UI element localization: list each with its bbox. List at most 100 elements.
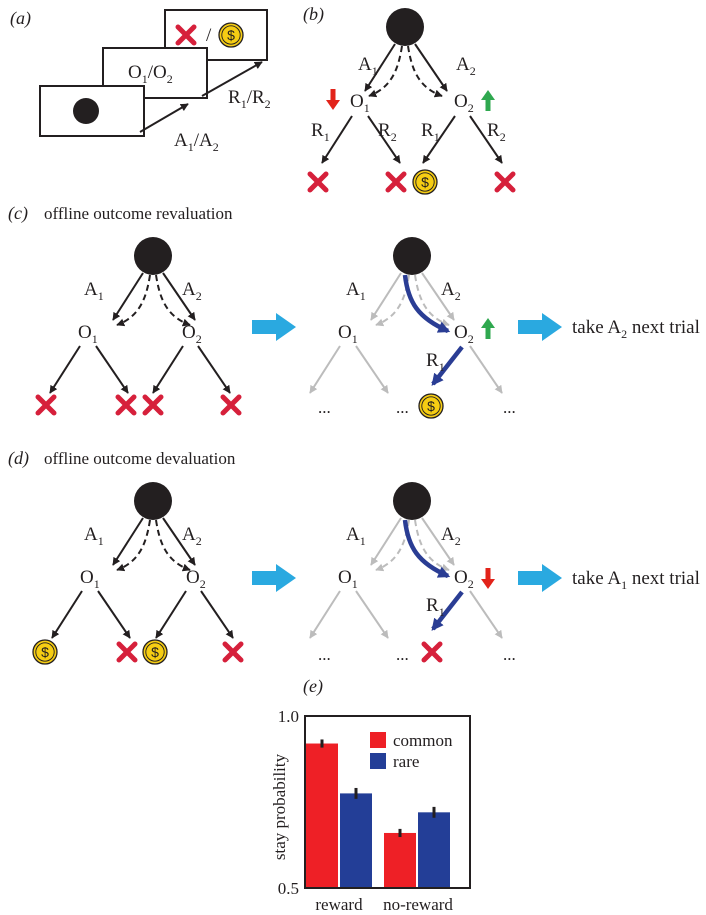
panel-d-caption: offline outcome devaluation (44, 449, 236, 468)
action-1-label: A1 (346, 524, 366, 548)
transition-arrow-icon (116, 519, 151, 572)
panel-label-a: (a) (10, 8, 31, 29)
response-label: R1/R2 (228, 87, 271, 111)
outcome-1-label: O1 (80, 567, 100, 591)
start-state-icon (393, 482, 431, 520)
panel-c-result: take A2 next trial (572, 317, 700, 341)
y-tick-label: 0.5 (278, 879, 299, 898)
outcome-1-label: O1 (338, 567, 358, 591)
ellipsis: ... (318, 398, 331, 417)
reward-coin-icon (142, 639, 168, 665)
transition-arrow-icon (309, 590, 341, 639)
transition-arrow-icon (155, 590, 187, 639)
response-1-label: R1 (311, 120, 330, 144)
replay-arrow-icon (402, 519, 451, 579)
panel-label-c: (c) (8, 203, 28, 224)
reward-coin-icon (32, 639, 58, 665)
response-1-label: R1 (426, 595, 445, 619)
ellipsis: ... (396, 398, 409, 417)
start-state-icon (386, 8, 424, 46)
outcome-2-label: O2 (454, 322, 474, 346)
transition-arrow-icon (116, 274, 151, 327)
action-2-label: A2 (182, 279, 202, 303)
panel-d: (d) offline outcome devaluation A1 A2 O1… (8, 448, 700, 665)
transition-arrow-icon (162, 272, 196, 321)
action-2-label: A2 (441, 524, 461, 548)
decrease-arrow-icon (326, 89, 340, 110)
transition-arrow-icon (407, 45, 443, 98)
outcome-2-label: O2 (182, 322, 202, 346)
replay-arrow-icon (431, 345, 464, 386)
transition-arrow-icon (364, 43, 396, 92)
bar-rare-reward (340, 793, 372, 888)
outcome-2-label: O2 (454, 567, 474, 591)
outcome-1-label: O1 (338, 322, 358, 346)
no-reward-x-icon (145, 397, 161, 413)
no-reward-x-icon (225, 644, 241, 660)
legend-label-rare: rare (393, 752, 419, 771)
transition-arrow-icon (422, 115, 456, 164)
legend-swatch-rare (370, 753, 386, 769)
transition-arrow-icon (421, 517, 455, 566)
flow-arrow-icon (252, 313, 296, 341)
transition-arrow-icon (469, 590, 503, 639)
transition-arrow-icon (201, 61, 263, 97)
transition-arrow-icon (155, 274, 191, 327)
reward-coin-icon (218, 22, 244, 48)
no-reward-x-icon (223, 397, 239, 413)
transition-arrow-icon (355, 345, 389, 394)
outcome-2-label: O2 (186, 567, 206, 591)
no-reward-x-icon (310, 174, 326, 190)
ellipsis: ... (503, 398, 516, 417)
no-reward-x-icon (388, 174, 404, 190)
transition-arrow-icon (321, 115, 353, 164)
response-1-label: R1 (426, 350, 445, 374)
transition-arrow-icon (367, 115, 401, 164)
bar-common-no-reward (384, 832, 416, 888)
no-reward-x-icon (497, 174, 513, 190)
transition-arrow-icon (152, 345, 184, 394)
reward-coin-icon (412, 169, 438, 195)
no-reward-x-icon (38, 397, 54, 413)
outcome-1-label: O1 (78, 322, 98, 346)
response-2-label: R2 (378, 120, 397, 144)
transition-arrow-icon (469, 345, 503, 394)
action-1-label: A1 (84, 524, 104, 548)
action-1-label: A1 (346, 279, 366, 303)
increase-arrow-icon (481, 90, 495, 111)
action-2-label: A2 (182, 524, 202, 548)
transition-arrow-icon (375, 274, 410, 327)
action-1-label: A1 (84, 279, 104, 303)
bar-rare-no-reward (418, 812, 450, 888)
plot-frame (304, 715, 471, 889)
legend-label-common: common (393, 731, 453, 750)
action-2-label: A2 (441, 279, 461, 303)
y-axis-label: stay probability (270, 753, 289, 860)
transition-arrow-icon (139, 103, 189, 133)
transition-arrow-icon (421, 272, 455, 321)
action-2-label: A2 (456, 54, 476, 78)
increase-arrow-icon (481, 318, 495, 339)
action-1-label: A1 (358, 54, 378, 78)
transition-arrow-icon (469, 115, 503, 164)
transition-arrow-icon (95, 345, 129, 394)
start-state-icon (134, 237, 172, 275)
transition-arrow-icon (197, 345, 231, 394)
legend-swatch-common (370, 732, 386, 748)
bar-common-reward (306, 743, 338, 888)
flow-arrow-icon (518, 564, 562, 592)
stay-probability-chart: stay probability 1.0 0.5 reward no-rewar… (270, 707, 471, 914)
flow-arrow-icon (518, 313, 562, 341)
decrease-arrow-icon (481, 568, 495, 589)
panel-b: (b) A1 A2 O1 O2 R1 R2 R1 R2 (303, 4, 513, 195)
x-tick-label: reward (315, 895, 363, 914)
ellipsis: ... (503, 645, 516, 664)
outcome-1-label: O1 (350, 91, 370, 115)
panel-e: (e) stay probability 1.0 0.5 reward no-r… (270, 676, 471, 914)
transition-arrow-icon (370, 517, 402, 566)
legend: common rare (370, 731, 453, 771)
ellipsis: ... (396, 645, 409, 664)
no-reward-x-icon (118, 397, 134, 413)
flow-arrow-icon (252, 564, 296, 592)
